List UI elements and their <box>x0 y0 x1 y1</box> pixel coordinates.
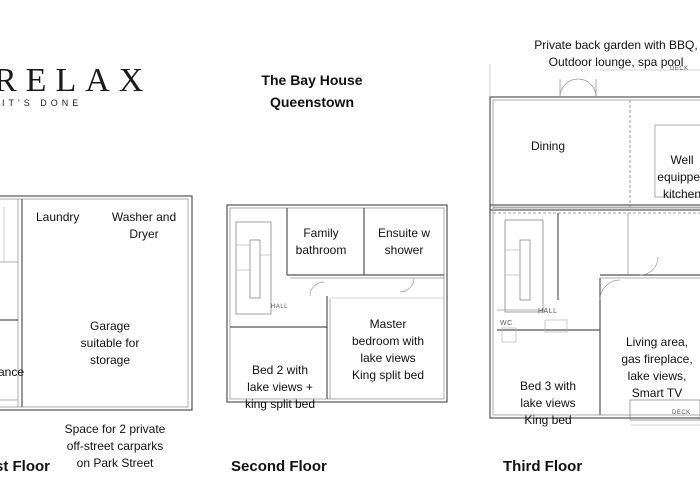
logo-wordmark: RELAX <box>0 62 153 99</box>
room-label-kitchen: Well equipped kitchen <box>657 153 700 201</box>
room-label-family-bathroom: Family bathroom <box>295 226 347 257</box>
first-floor-outline <box>0 195 193 411</box>
third-floor-upper-outline <box>489 96 700 211</box>
room-label-bed3: Bed 3 with lake views King bed <box>519 379 577 427</box>
property-name: The Bay House <box>261 72 363 88</box>
second-floor-outline <box>226 204 448 403</box>
first-floor-caption: First Floor <box>0 458 50 475</box>
logo-tagline: IT'S DONE <box>2 98 83 108</box>
hall-label-third: HALL <box>538 308 558 315</box>
room-label-dining: Dining <box>531 139 566 153</box>
room-label-laundry: Laundry <box>36 210 80 224</box>
room-label-living-area: Living area, gas fireplace, lake views, … <box>621 335 693 400</box>
deck-label-bottom: DECK <box>672 410 691 416</box>
second-floor-plan <box>226 204 448 403</box>
carpark-note: Space for 2 private off-street carparks … <box>64 422 166 470</box>
wc-label: WC <box>500 320 513 327</box>
room-label-washer-dryer: Washer and Dryer <box>111 210 177 241</box>
room-label-entrance: Entrance <box>0 365 24 379</box>
room-label-master-bedroom: Master bedroom with lake views King spli… <box>351 317 425 382</box>
property-location: Queenstown <box>269 94 354 110</box>
third-floor-lower-outline <box>489 204 700 419</box>
deck-label-top: DECK <box>670 66 689 72</box>
first-floor-plan <box>0 195 193 411</box>
third-floor-caption: Third Floor <box>503 458 583 475</box>
third-floor-plan <box>489 64 700 426</box>
room-label-garden: Private back garden with BBQ, Outdoor lo… <box>534 38 698 69</box>
room-label-ensuite: Ensuite w shower <box>377 226 431 257</box>
second-floor-caption: Second Floor <box>231 458 327 475</box>
hall-label-second: HALL <box>271 304 289 310</box>
room-label-bed2: Bed 2 with lake views + king split bed <box>244 363 316 411</box>
room-label-garage: Garage suitable for storage <box>80 319 140 367</box>
